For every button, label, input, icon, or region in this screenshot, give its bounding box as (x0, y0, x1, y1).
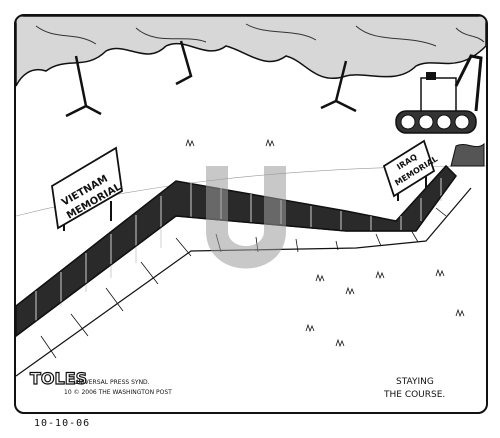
copyright-line2: 10 © 2006 THE WASHINGTON POST (64, 389, 172, 396)
cartoon-frame: VIETNAM MEMORIAL IRAQ MEMORIAL (14, 14, 488, 414)
memorial-wall (16, 164, 472, 377)
cartoon-illustration: VIETNAM MEMORIAL IRAQ MEMORIAL (16, 16, 486, 400)
caption-line1: STAYING (396, 377, 434, 387)
vietnam-memorial-sign: VIETNAM MEMORIAL (51, 146, 124, 231)
cartoon-date: 10-10-06 (34, 418, 91, 429)
excavator (395, 54, 485, 167)
watermark-logo (206, 166, 286, 269)
caption-line2: THE COURSE. (383, 390, 445, 400)
grass-tufts (185, 138, 465, 348)
iraq-memorial-sign: IRAQ MEMORIAL (382, 139, 439, 201)
tree-canopy (16, 16, 486, 118)
toles-signature: TOLES (29, 368, 87, 388)
signature-text: TOLES (30, 369, 87, 388)
copyright-line1: UNIVERSAL PRESS SYND. (74, 379, 150, 386)
